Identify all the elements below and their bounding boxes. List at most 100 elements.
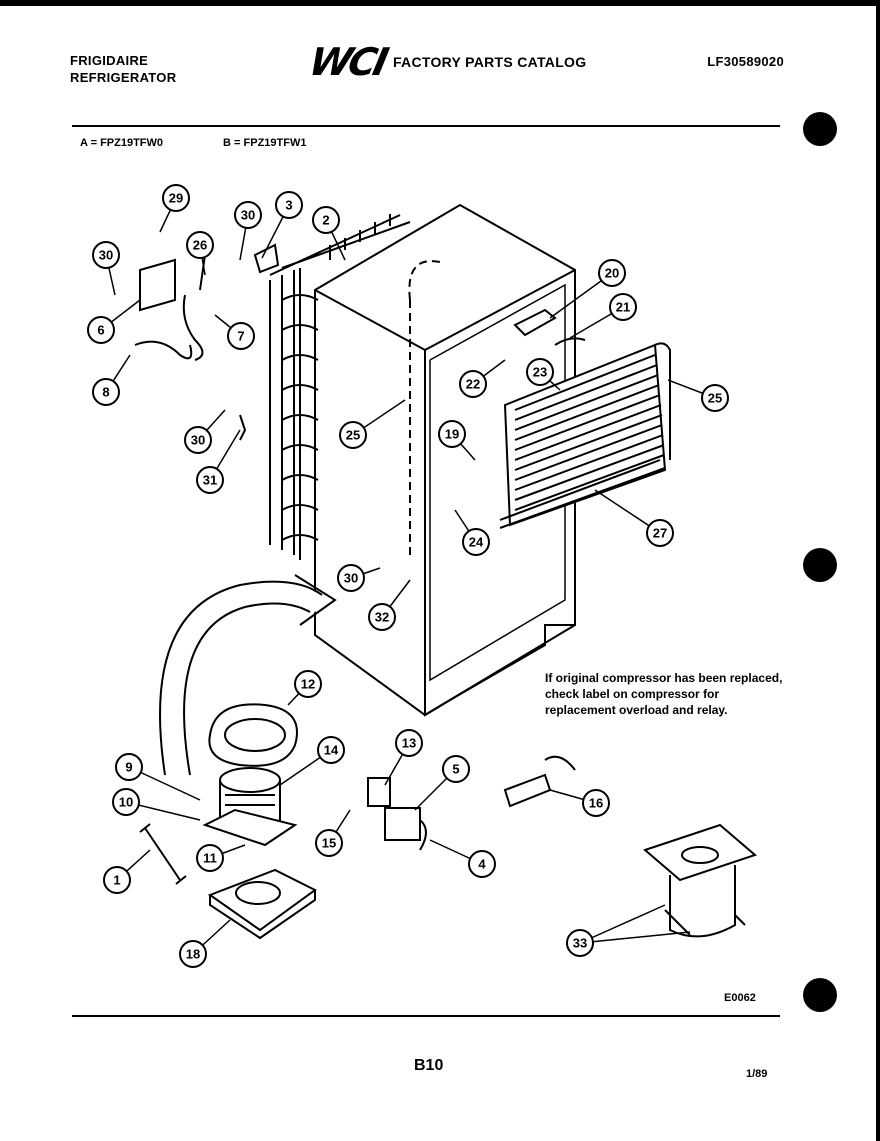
callout-8: 8 xyxy=(92,378,120,406)
svg-text:23: 23 xyxy=(533,365,547,380)
callout-2: 2 xyxy=(312,206,340,234)
bracket-20 xyxy=(513,308,557,337)
callout-30-d: 30 xyxy=(337,564,365,592)
binder-hole-bottom xyxy=(803,978,837,1012)
callout-23: 23 xyxy=(526,358,554,386)
flow-arrow-fill xyxy=(160,582,325,777)
callout-20: 20 xyxy=(598,259,626,287)
catalog-title: FACTORY PARTS CATALOG xyxy=(392,54,587,70)
callout-32: 32 xyxy=(368,603,396,631)
svg-text:30: 30 xyxy=(191,433,205,448)
callout-30-a: 30 xyxy=(92,241,120,269)
compressor-mount xyxy=(207,868,317,940)
cabinet-drawing xyxy=(100,197,757,955)
relay-13 xyxy=(367,777,391,807)
callout-24: 24 xyxy=(462,528,490,556)
part-21 xyxy=(554,337,586,346)
model-b: B = FPZ19TFW1 xyxy=(223,137,307,149)
svg-text:4: 4 xyxy=(478,857,486,872)
svg-text:6: 6 xyxy=(97,323,104,338)
svg-text:8: 8 xyxy=(102,385,109,400)
callout-25-a: 25 xyxy=(339,421,367,449)
svg-text:19: 19 xyxy=(445,427,459,442)
svg-text:30: 30 xyxy=(344,571,358,586)
svg-text:21: 21 xyxy=(616,300,630,315)
svg-text:20: 20 xyxy=(605,266,619,281)
part-31-clip xyxy=(239,414,247,441)
callout-1: 1 xyxy=(103,866,131,894)
product-name: REFRIGERATOR xyxy=(70,70,177,85)
svg-text:32: 32 xyxy=(375,610,389,625)
callout-15: 15 xyxy=(315,829,343,857)
part-1-bracket xyxy=(139,823,187,885)
svg-text:12: 12 xyxy=(301,677,315,692)
cabinet-back-panel xyxy=(429,283,566,682)
part-3-bracket xyxy=(253,243,280,274)
compressor-assembly xyxy=(643,823,757,938)
callout-9: 9 xyxy=(115,753,143,781)
svg-text:24: 24 xyxy=(469,535,484,550)
binder-hole-top xyxy=(803,112,837,146)
svg-text:30: 30 xyxy=(241,208,255,223)
model-list: A = FPZ19TFW0 B = FPZ19TFW1 xyxy=(80,137,306,149)
svg-text:33: 33 xyxy=(573,936,587,951)
svg-text:5: 5 xyxy=(452,762,459,777)
capacitor xyxy=(503,773,552,808)
header-left: FRIGIDAIRE REFRIGERATOR xyxy=(70,52,176,86)
callout-31: 31 xyxy=(196,466,224,494)
flow-arrow xyxy=(159,580,323,776)
catalog-number: LF30589020 xyxy=(707,54,784,69)
svg-text:30: 30 xyxy=(99,248,113,263)
callout-14: 14 xyxy=(317,736,345,764)
drawing-code: E0062 xyxy=(724,992,756,1004)
overload-5 xyxy=(384,807,421,841)
catalog-date: 1/89 xyxy=(746,1068,768,1080)
brand-name: FRIGIDAIRE xyxy=(70,53,149,68)
drain-pan xyxy=(208,703,298,767)
part-6-bracket xyxy=(139,258,176,312)
svg-text:18: 18 xyxy=(186,947,200,962)
compressor xyxy=(202,767,298,847)
callout-18: 18 xyxy=(179,940,207,968)
header-rule xyxy=(72,125,780,127)
svg-text:2: 2 xyxy=(322,213,329,228)
callout-22: 22 xyxy=(459,370,487,398)
callout-25-b: 25 xyxy=(701,384,729,412)
svg-text:11: 11 xyxy=(203,851,217,866)
callout-7: 7 xyxy=(227,322,255,350)
svg-text:3: 3 xyxy=(285,198,292,213)
callout-16: 16 xyxy=(582,789,610,817)
callout-29: 29 xyxy=(162,184,190,212)
svg-text:25: 25 xyxy=(708,391,722,406)
callout-27: 27 xyxy=(646,519,674,547)
svg-text:26: 26 xyxy=(193,238,207,253)
flow-arrow-head xyxy=(294,574,337,626)
callout-19: 19 xyxy=(438,420,466,448)
svg-text:7: 7 xyxy=(237,329,244,344)
svg-text:29: 29 xyxy=(169,191,183,206)
svg-text:16: 16 xyxy=(589,796,603,811)
callout-13: 13 xyxy=(395,729,423,757)
evaporator xyxy=(499,342,671,529)
part-26-wire xyxy=(182,254,206,361)
part-8-harness xyxy=(134,340,193,360)
header-center: WCI FACTORY PARTS CATALOG xyxy=(305,40,587,84)
binder-hole-middle xyxy=(803,548,837,582)
cabinet-base xyxy=(424,624,575,717)
compressor-note: If original compressor has been replaced… xyxy=(545,671,783,717)
drain-tube xyxy=(408,260,441,560)
capacitor-wire xyxy=(544,755,576,771)
svg-text:27: 27 xyxy=(653,526,667,541)
callout-30-c: 30 xyxy=(184,426,212,454)
callout-26: 26 xyxy=(186,231,214,259)
page-number: B10 xyxy=(414,1057,444,1074)
model-a: A = FPZ19TFW0 xyxy=(80,137,164,149)
callout-11: 11 xyxy=(196,844,224,872)
callout-5: 5 xyxy=(442,755,470,783)
condenser-coil xyxy=(269,214,411,560)
callout-30-b: 30 xyxy=(234,201,262,229)
svg-text:15: 15 xyxy=(322,836,336,851)
overload-wire xyxy=(419,819,427,851)
